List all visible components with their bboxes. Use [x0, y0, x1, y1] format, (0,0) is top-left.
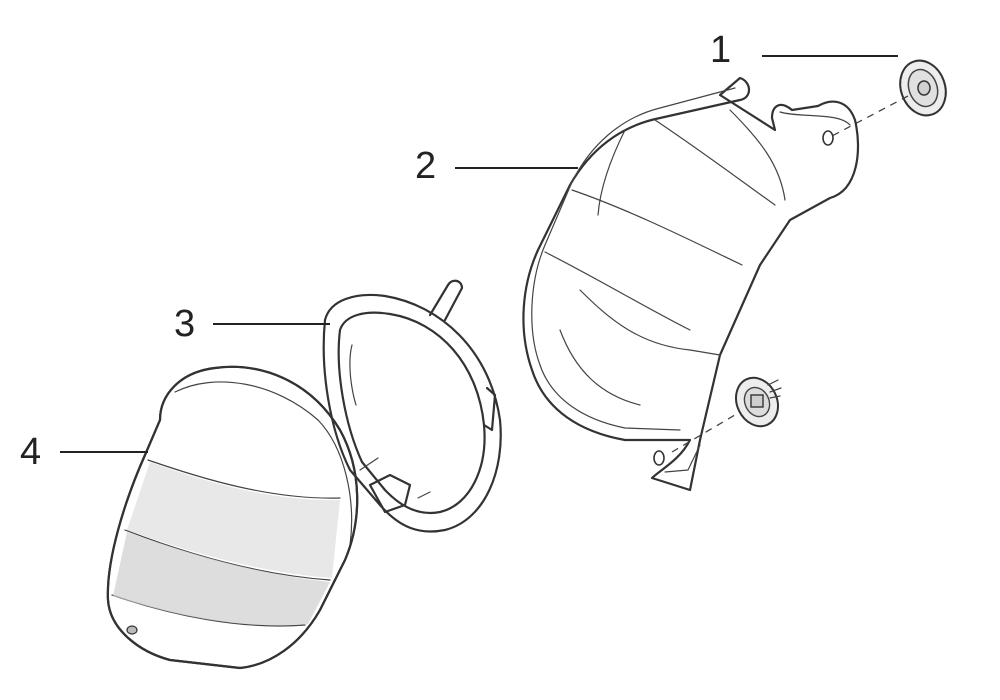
part-1-fastener: [899, 59, 947, 117]
callout-4-number: 4: [20, 431, 41, 473]
part-2-bracket: [522, 76, 860, 492]
part-3-ring: [322, 279, 502, 533]
part-1-mount-dashline: [831, 95, 909, 137]
part-4-lens: [106, 365, 359, 670]
callout-3-number: 3: [174, 303, 195, 345]
lower-fastener: [735, 376, 782, 428]
callout-2-number: 2: [415, 145, 436, 187]
callout-1-number: 1: [710, 29, 731, 71]
part-2-lower-dashline: [671, 411, 741, 453]
